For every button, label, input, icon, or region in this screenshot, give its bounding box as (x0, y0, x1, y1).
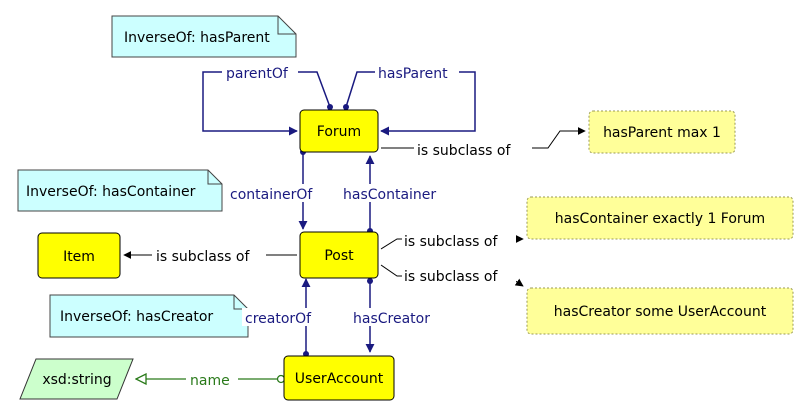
edge-parent-of: parentOf (202, 63, 333, 136)
restriction-forum-label: hasParent max 1 (603, 125, 721, 141)
restriction-post-2-label: hasCreator some UserAccount (554, 304, 767, 320)
edge-has-parent: hasParent (343, 63, 476, 136)
class-item[interactable]: Item (37, 232, 121, 279)
class-forum[interactable]: Forum (299, 109, 379, 153)
datatype-xsd-string[interactable]: xsd:string (19, 358, 134, 400)
class-user-account[interactable]: UserAccount (283, 355, 395, 401)
edge-creator-of: creatorOf (242, 278, 326, 357)
edge-subclass-item-label: is subclass of (156, 249, 250, 265)
note-post-inverse: InverseOf: hasContainer (17, 169, 223, 212)
class-forum-label: Forum (317, 124, 361, 140)
edge-has-creator: hasCreator (350, 278, 442, 353)
edge-subclass-post-1-label: is subclass of (404, 234, 498, 250)
class-post-label: Post (324, 248, 354, 264)
restriction-post-2[interactable]: hasCreator some UserAccount (526, 287, 794, 335)
edge-has-container-label: hasContainer (343, 187, 436, 203)
class-user-account-label: UserAccount (295, 371, 384, 387)
class-item-label: Item (63, 249, 95, 265)
edge-subclass-forum: is subclass of (381, 127, 586, 159)
restriction-post-1-label: hasContainer exactly 1 Forum (555, 211, 765, 227)
edge-name-label: name (190, 373, 230, 389)
note-user-inverse: InverseOf: hasCreator (49, 294, 249, 338)
edge-has-parent-label: hasParent (378, 66, 448, 82)
edge-has-container: hasContainer (340, 155, 450, 234)
restriction-post-1[interactable]: hasContainer exactly 1 Forum (526, 196, 794, 240)
edge-container-of: containerOf (228, 149, 322, 230)
edge-container-of-label: containerOf (230, 187, 313, 203)
note-forum-inverse-text: InverseOf: hasParent (124, 30, 270, 46)
datatype-xsd-string-label: xsd:string (42, 372, 111, 388)
edge-subclass-post-2-label: is subclass of (404, 269, 498, 285)
edge-subclass-item: is subclass of (123, 246, 297, 265)
edge-subclass-post-2: is subclass of (380, 264, 524, 287)
note-post-inverse-text: InverseOf: hasContainer (26, 184, 196, 200)
restriction-forum[interactable]: hasParent max 1 (588, 110, 736, 154)
edge-has-creator-label: hasCreator (353, 311, 430, 327)
edge-subclass-post-1: is subclass of (380, 230, 524, 250)
note-user-inverse-text: InverseOf: hasCreator (60, 309, 213, 325)
edge-parent-of-label: parentOf (226, 66, 289, 82)
edge-creator-of-label: creatorOf (245, 311, 312, 327)
edge-name: name (136, 370, 286, 389)
note-forum-inverse: InverseOf: hasParent (111, 15, 297, 58)
edge-subclass-forum-label: is subclass of (417, 143, 511, 159)
class-post[interactable]: Post (299, 231, 379, 279)
